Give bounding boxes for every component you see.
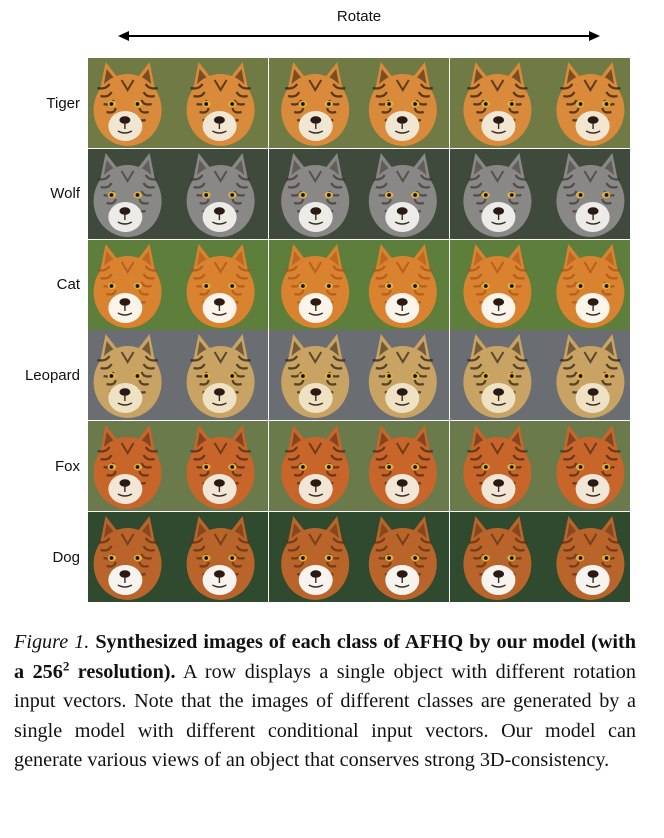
leopard-image-view-2	[178, 330, 269, 421]
caption-body: A row displays a single object with diff…	[14, 660, 636, 772]
tiger-image-view-2	[178, 58, 269, 148]
dog-image-view-5	[449, 511, 540, 602]
tiger-image-view-6	[539, 58, 630, 148]
tiger-image-view-4	[359, 58, 450, 148]
caption-title: Synthesized images of each class of AFHQ…	[14, 631, 636, 683]
cat-image-view-2	[178, 239, 269, 330]
double-arrow-icon	[118, 31, 600, 41]
caption-title-post: resolution).	[69, 660, 176, 683]
row-label-fox: Fox	[54, 457, 80, 475]
fox-image-view-2	[178, 421, 269, 512]
tiger-image-view-3	[268, 58, 359, 148]
fox-image-view-6	[539, 421, 630, 512]
rotate-label: Rotate	[336, 8, 382, 25]
dog-image-view-3	[268, 511, 359, 602]
caption-resolution: 2562	[32, 657, 70, 683]
fox-image-view-1	[88, 421, 178, 512]
caption-title-pre: Synthesized images of each class of AFHQ…	[14, 631, 636, 683]
leopard-image-view-1	[88, 330, 178, 421]
leopard-image-view-3	[268, 330, 359, 421]
row-label-wolf: Wolf	[50, 185, 80, 203]
leopard-image-view-6	[539, 330, 630, 421]
cat-image-view-1	[88, 239, 178, 330]
dog-image-view-4	[359, 511, 450, 602]
wolf-image-view-6	[539, 148, 630, 239]
fox-image-view-4	[359, 421, 450, 512]
cat-image-view-4	[359, 239, 450, 330]
dog-image-view-6	[539, 511, 630, 602]
row-label-dog: Dog	[52, 548, 80, 566]
row-label-leopard: Leopard	[24, 366, 80, 384]
wolf-image-view-3	[268, 148, 359, 239]
tiger-image-view-1	[88, 58, 178, 148]
caption-figure-label: Figure 1.	[14, 631, 90, 653]
caption-resolution-exp: 2	[62, 657, 70, 673]
dog-image-view-2	[178, 511, 269, 602]
figure-caption: Figure 1. Synthesized images of each cla…	[14, 628, 636, 776]
wolf-image-view-2	[178, 148, 269, 239]
caption-resolution-base: 256	[32, 660, 63, 683]
leopard-image-view-5	[449, 330, 540, 421]
cat-image-view-6	[539, 239, 630, 330]
row-label-tiger: Tiger	[46, 94, 80, 112]
fox-image-view-3	[268, 421, 359, 512]
cat-image-view-5	[449, 239, 540, 330]
tiger-image-view-5	[449, 58, 540, 148]
leopard-image-view-4	[359, 330, 450, 421]
dog-image-view-1	[88, 511, 178, 602]
wolf-image-view-4	[359, 148, 450, 239]
cat-image-view-3	[268, 239, 359, 330]
row-label-cat: Cat	[56, 276, 80, 294]
fox-image-view-5	[449, 421, 540, 512]
wolf-image-view-1	[88, 148, 178, 239]
wolf-image-view-5	[449, 148, 540, 239]
image-grid	[88, 58, 630, 602]
figure-header: Rotate	[88, 0, 630, 52]
